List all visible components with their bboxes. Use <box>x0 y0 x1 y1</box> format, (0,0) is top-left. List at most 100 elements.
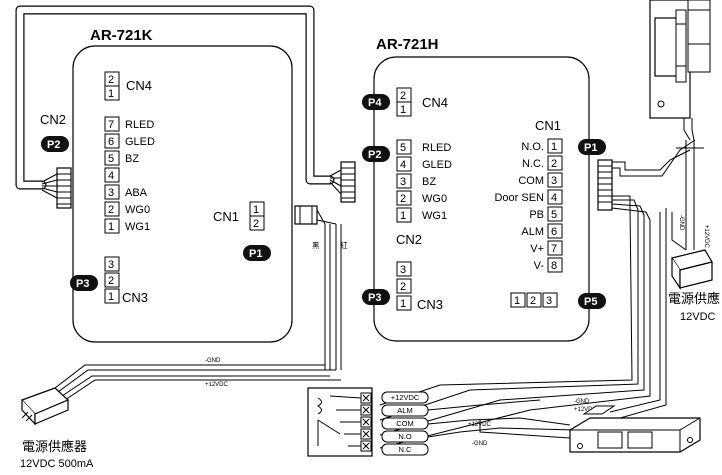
pin-label: 1 <box>514 295 520 307</box>
pin-label: 5 <box>108 153 114 165</box>
svg-text:P1: P1 <box>249 248 262 260</box>
signal-label: RLED <box>422 142 451 154</box>
ar721h-cn2: 5 4 3 2 1 RLED GLED BZ WG0 WG1 CN2 <box>396 139 452 247</box>
relay-terminal: +12VDC <box>391 393 420 402</box>
relay-terminal: COM <box>396 419 414 428</box>
pin-label: 3 <box>400 176 406 188</box>
pin-label: 2 <box>108 74 114 86</box>
signal-label: PB <box>529 209 544 221</box>
pin-label: 3 <box>108 187 114 199</box>
door-lock-top <box>649 0 711 141</box>
cn2-label: CN2 <box>396 232 422 247</box>
ar721h-cn1-connector <box>597 159 613 211</box>
pin-label: 1 <box>551 141 557 153</box>
pin-label: 3 <box>551 175 557 187</box>
pin-label: 5 <box>551 209 557 221</box>
pin-label: 2 <box>400 90 406 102</box>
ar721k-cn2-connector <box>41 167 72 209</box>
signal-label: BZ <box>422 176 436 188</box>
right-power-wires <box>671 140 704 251</box>
pin-label: 1 <box>400 104 406 116</box>
ar721k-cn1: CN1 1 2 <box>213 201 265 231</box>
badge-p2-k: P2 <box>41 136 69 152</box>
pin-label: 1 <box>108 291 114 303</box>
left-power-title: 電源供應器 <box>22 439 87 454</box>
gnd-vert-label: -GND <box>678 215 684 231</box>
pin-label: 1 <box>400 298 406 310</box>
pin-label: 8 <box>551 260 557 272</box>
wire-red-label: 紅 <box>340 240 348 250</box>
v12-right-label: +12VDC <box>574 407 598 413</box>
gnd-lock1-label: -GND <box>472 441 488 447</box>
gnd-right-label: -GND <box>574 399 590 405</box>
signal-label: ALM <box>521 226 544 238</box>
cn2-label: CN2 <box>40 112 66 127</box>
right-power-adapter <box>671 249 713 290</box>
cn4-label: CN4 <box>126 78 152 93</box>
signal-label: RLED <box>125 119 154 131</box>
signal-label: WG0 <box>125 204 150 216</box>
badge-p3-h: P3 <box>362 289 390 305</box>
pin-label: 2 <box>400 193 406 205</box>
electric-lock-bottom <box>569 405 701 453</box>
ar721h-board <box>373 56 590 342</box>
gnd-left-label: -GND <box>205 358 221 364</box>
signal-label: COM <box>518 175 544 187</box>
svg-text:P1: P1 <box>584 142 597 154</box>
signal-label: GLED <box>422 159 452 171</box>
v12-vert-label: +12VDC <box>703 225 709 249</box>
signal-label: N.C. <box>522 158 544 170</box>
ar721k-cn3: 3 2 1 CN3 <box>104 256 148 305</box>
right-power-spec: 12VDC <box>680 311 716 323</box>
relay-terminal: N.C <box>399 445 413 454</box>
svg-text:P5: P5 <box>584 296 597 308</box>
cn3-label: CN3 <box>417 297 443 312</box>
pin-label: 2 <box>551 158 557 170</box>
v12-left-label: +12VDC <box>205 382 229 388</box>
signal-label: V+ <box>530 243 544 255</box>
badge-p5-h: P5 <box>578 293 606 309</box>
right-power-title: 電源供應 <box>668 291 720 306</box>
ar721h-cn4: 2 1 CN4 <box>396 87 448 117</box>
pin-label: 2 <box>400 281 406 293</box>
cn1-label: CN1 <box>535 118 561 133</box>
pin-label: 4 <box>400 159 406 171</box>
badge-p1-k: P1 <box>243 245 271 261</box>
pin-label: 6 <box>108 136 114 148</box>
relay-terminal: N.O <box>398 432 412 441</box>
relay-terminal-labels: +12VDC ALM COM N.O N.C <box>381 391 429 456</box>
pin-label: 1 <box>253 204 259 216</box>
pin-label: 2 <box>108 204 114 216</box>
signal-label: WG1 <box>125 221 150 233</box>
pin-label: 4 <box>551 192 557 204</box>
h-cn1-output-wires <box>379 139 696 449</box>
left-power-lead <box>54 364 341 401</box>
signal-label: BZ <box>125 153 139 165</box>
cn3-label: CN3 <box>122 290 148 305</box>
ar721k-cn2: 7 6 5 4 3 2 1 RLED GLED BZ ABA WG0 WG1 C… <box>40 112 155 234</box>
wire-black-label: 黑 <box>312 241 320 250</box>
svg-text:P2: P2 <box>368 149 381 161</box>
ar721h-cn1: CN1 1 2 3 4 5 6 7 8 N.O. N.C. COM Door S… <box>494 118 563 273</box>
pin-label: 1 <box>108 88 114 100</box>
pin-label: 4 <box>108 170 114 182</box>
svg-text:P2: P2 <box>47 139 60 151</box>
signal-label: N.O. <box>521 141 544 153</box>
pin-label: 2 <box>530 295 536 307</box>
signal-label: V- <box>534 260 545 272</box>
cn4-label: CN4 <box>422 95 448 110</box>
pin-label: 1 <box>400 210 406 222</box>
pin-label: 3 <box>546 295 552 307</box>
relay-terminal: ALM <box>397 406 412 415</box>
badge-p1-h: P1 <box>578 139 606 155</box>
signal-label: GLED <box>125 136 155 148</box>
svg-text:P3: P3 <box>76 278 89 290</box>
relay-lock-wires <box>427 399 576 439</box>
badge-p3-k: P3 <box>70 275 98 291</box>
relay-module <box>307 387 373 457</box>
left-power-spec: 12VDC 500mA <box>20 458 94 470</box>
signal-label: WG1 <box>422 210 447 222</box>
pin-label: 3 <box>108 259 114 271</box>
pin-label: 7 <box>551 243 557 255</box>
